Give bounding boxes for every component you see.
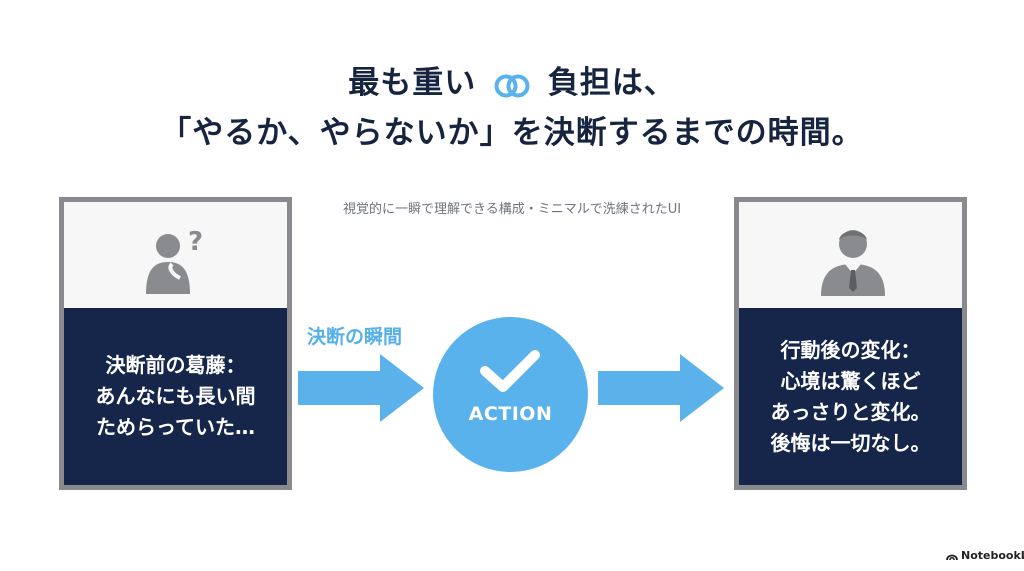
svg-text:?: ? [188, 227, 203, 257]
thinking-person-icon: ? [146, 227, 203, 294]
title-line-1-end: 負担は、 [547, 65, 676, 101]
notebooklm-logo-icon [946, 554, 958, 560]
after-card-text: 行動後の変化： 心境は驚くほど あっさりと変化。 後悔は一切なし。 [770, 337, 931, 455]
left-arrow-icon [298, 354, 424, 422]
after-action-card: 行動後の変化： 心境は驚くほど あっさりと変化。 後悔は一切なし。 [734, 197, 967, 490]
action-circle: ACTION [433, 317, 588, 472]
checkmark-icon [480, 350, 540, 392]
brand-label: NotebookLM [961, 549, 1024, 562]
before-card-icon-area: ? [64, 202, 287, 308]
before-card-text-panel: 決断前の葛藤： あんなにも長い間 ためらっていた… [64, 308, 287, 485]
right-arrow-icon [598, 354, 724, 422]
after-card-icon-area [739, 202, 962, 308]
title-line-1: 最も重い 負担は、 [0, 58, 1024, 108]
before-decision-card: ? 決断前の葛藤： あんなにも長い間 ためらっていた… [59, 197, 292, 490]
link-icon [494, 74, 530, 98]
businessman-icon [821, 230, 885, 296]
title-line-2: 「やるか、やらないか」を決断するまでの時間。 [160, 115, 864, 151]
decision-moment-label: 決断の瞬間 [307, 326, 403, 348]
title-line-1-start: 最も重い [348, 65, 477, 101]
subtitle: 視覚的に一瞬で理解できる構成・ミニマルで洗練されたUI [342, 202, 682, 217]
notebooklm-brand: NotebookLM [946, 549, 1024, 562]
slide-title: 最も重い 負担は、 「やるか、やらないか」を決断するまでの時間。 [0, 58, 1024, 158]
action-label: ACTION [468, 403, 553, 425]
after-card-text-panel: 行動後の変化： 心境は驚くほど あっさりと変化。 後悔は一切なし。 [739, 308, 962, 485]
before-card-text: 決断前の葛藤： あんなにも長い間 ためらっていた… [95, 353, 256, 439]
